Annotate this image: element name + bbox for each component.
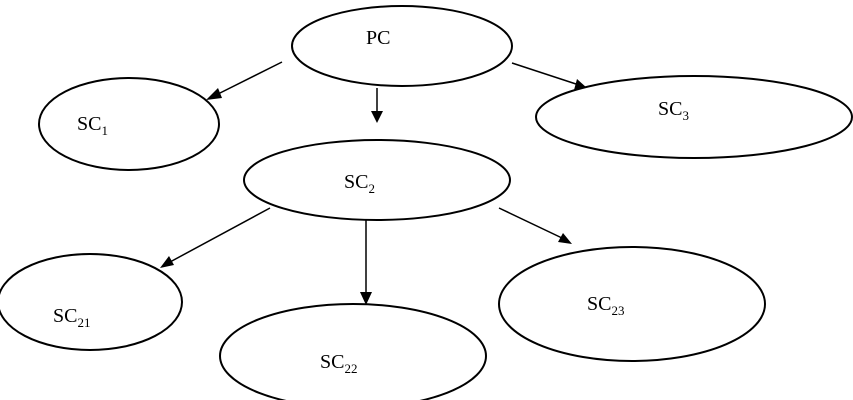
node-sc21-subscript: 21	[77, 315, 90, 330]
node-sc2-ellipse	[243, 139, 511, 221]
svg-text:SC2: SC2	[344, 171, 375, 196]
node-sc1-label: SC	[77, 113, 101, 135]
node-pc-ellipse	[291, 5, 513, 87]
node-sc21-label: SC	[53, 305, 77, 327]
svg-text:PC: PC	[366, 27, 390, 49]
node-sc3: SC3	[535, 75, 853, 159]
node-sc21: SC21	[0, 253, 183, 351]
node-sc3-label: SC	[658, 98, 682, 120]
svg-text:SC21: SC21	[53, 305, 90, 330]
edge-pc-sc2	[371, 88, 383, 123]
node-sc23-label: SC	[587, 293, 611, 315]
svg-text:SC22: SC22	[320, 351, 357, 376]
node-sc22-subscript: 22	[344, 361, 357, 376]
svg-text:SC3: SC3	[658, 98, 689, 123]
node-sc3-subscript: 3	[682, 108, 689, 123]
edge-sc2-sc21	[160, 207, 271, 268]
edge-sc2-sc23	[498, 207, 572, 244]
node-sc23-subscript: 23	[611, 303, 624, 318]
edge-pc-sc1	[206, 61, 283, 100]
node-pc-label: PC	[366, 27, 390, 49]
edge-sc2-sc22	[360, 219, 372, 305]
node-pc: PC	[291, 5, 513, 87]
node-sc3-ellipse	[535, 75, 853, 159]
node-sc2-subscript: 2	[368, 181, 375, 196]
node-sc22-label: SC	[320, 351, 344, 373]
node-sc22: SC22	[219, 303, 487, 400]
node-sc1: SC1	[38, 77, 220, 171]
edge-pc-sc3	[511, 62, 587, 90]
node-sc1-subscript: 1	[101, 123, 108, 138]
node-sc23-ellipse	[498, 246, 766, 362]
node-sc1-ellipse	[38, 77, 220, 171]
edges	[160, 61, 587, 305]
node-sc2-label: SC	[344, 171, 368, 193]
node-sc22-ellipse	[219, 303, 487, 400]
node-sc23: SC23	[498, 246, 766, 362]
svg-text:SC23: SC23	[587, 293, 624, 318]
node-sc2: SC2	[243, 139, 511, 221]
svg-text:SC1: SC1	[77, 113, 108, 138]
node-sc21-ellipse	[0, 253, 183, 351]
